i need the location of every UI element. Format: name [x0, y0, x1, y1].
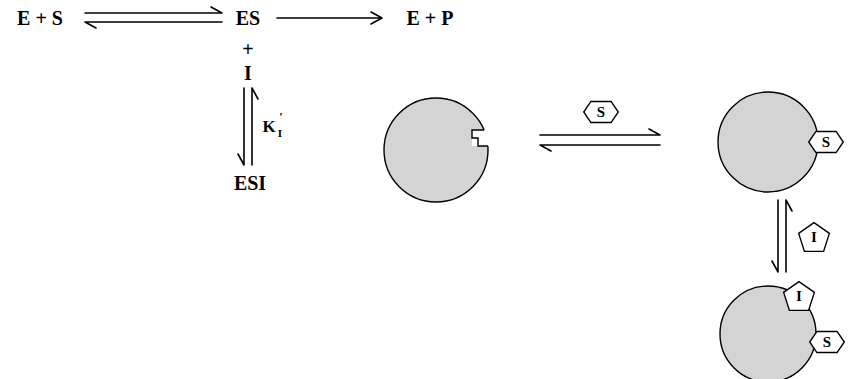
shape-label: S	[823, 335, 831, 350]
shape-outline	[799, 223, 830, 252]
inhibitor-pentagon: I	[798, 222, 830, 252]
shape-label: S	[822, 135, 830, 150]
shape-outline	[584, 101, 619, 122]
down-harpoon	[238, 88, 244, 165]
shape-label: I	[811, 230, 817, 245]
product-species: E + P	[407, 8, 454, 28]
forward-harpoon	[540, 129, 660, 135]
bound-inhibitor: I	[783, 281, 815, 311]
shape-label: I	[796, 289, 802, 304]
complex-species: ES	[236, 8, 260, 28]
complex-species: ESI	[234, 173, 266, 193]
binding-site-outline	[472, 130, 488, 146]
reaction-arrow	[277, 12, 382, 24]
binding-site	[472, 130, 496, 146]
reverse-harpoon	[540, 145, 660, 151]
shape-outline	[810, 331, 845, 352]
bound-substrate: S	[809, 331, 845, 353]
free-enzyme	[384, 98, 488, 202]
enzyme-substrate-complex	[718, 92, 818, 192]
shape-label: S	[597, 105, 605, 120]
substrate-hexagon: S	[583, 101, 619, 123]
constant-subscript: I	[278, 128, 282, 139]
reverse-harpoon	[85, 22, 222, 28]
up-harpoon	[252, 88, 258, 165]
shape-outline	[809, 131, 844, 152]
forward-harpoon	[85, 7, 222, 13]
up-harpoon	[786, 200, 792, 272]
inhibitor-species: I	[244, 63, 252, 83]
bound-substrate: S	[808, 131, 844, 153]
constant-symbol: K	[262, 118, 275, 135]
constant-prime: '	[279, 111, 282, 123]
reactant-species: E + S	[17, 8, 63, 28]
plus-sign: +	[242, 39, 253, 59]
shape-outline	[784, 282, 815, 311]
enzyme-substrate-inhibitor-complex	[720, 286, 816, 379]
down-harpoon	[772, 200, 778, 272]
